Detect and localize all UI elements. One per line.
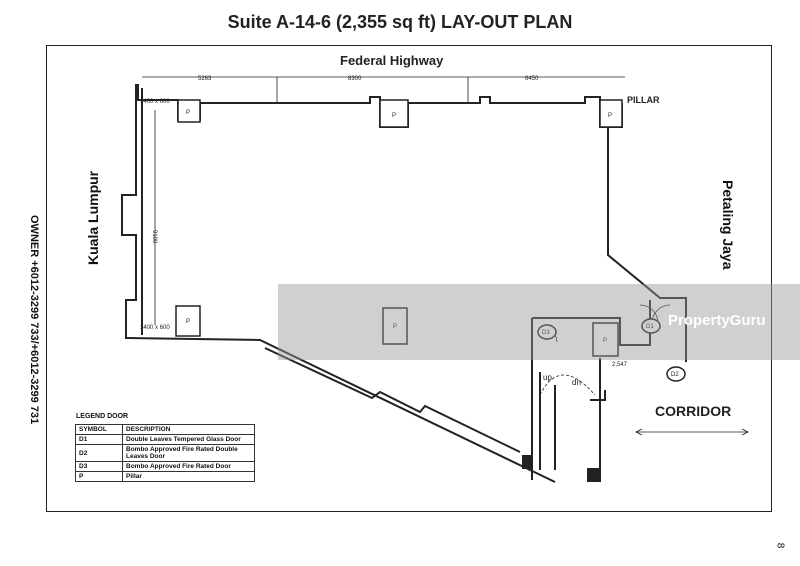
legend-title: LEGEND DOOR	[76, 413, 129, 420]
pillar-label: P	[186, 319, 190, 325]
legend-description: Bombo Approved Fire Rated Door	[122, 461, 255, 472]
watermark-band	[278, 284, 800, 360]
bottom-diagonal-wall	[264, 347, 521, 453]
door-d2-label: D2	[671, 372, 679, 378]
column-block	[587, 468, 599, 482]
pillar	[175, 305, 201, 337]
drawing-frame	[46, 45, 772, 512]
pillar-label: P	[393, 324, 397, 330]
legend-header-symbol: SYMBOL	[75, 424, 123, 435]
dim-top-1: 5263	[198, 76, 212, 82]
legend-header-description: DESCRIPTION	[122, 424, 255, 435]
label-kuala-lumpur: Kuala Lumpur	[85, 170, 101, 265]
stair-swing	[539, 374, 596, 396]
door-d1-tag	[641, 318, 661, 334]
dim-door: 2,547	[612, 362, 628, 368]
page-number: 8	[774, 542, 786, 549]
label-petaling-jaya: Petaling Jaya	[720, 180, 736, 270]
legend-description: Pillar	[122, 471, 255, 482]
corridor-arrowheads	[635, 428, 749, 436]
pillar-label: P	[608, 113, 612, 119]
door-d3-tag	[537, 324, 557, 340]
left-wall	[121, 84, 556, 483]
pillar	[177, 99, 201, 123]
stair-up-label: up	[543, 373, 552, 382]
legend-symbol: D2	[75, 444, 123, 462]
door-d1-label: D1	[646, 324, 654, 330]
dim-top-2: 8300	[348, 76, 362, 82]
dim-window-bottom: 1400 x 600	[140, 325, 170, 331]
owner-contact: OWNER +6012-3299 733/+6012-3299 731	[28, 215, 40, 425]
pillar-label: P	[186, 110, 190, 116]
label-corridor: CORRIDOR	[655, 403, 732, 419]
pillar	[382, 307, 408, 345]
legend-symbol: D3	[75, 461, 123, 472]
stair-core	[531, 300, 651, 482]
pillar-label: P	[603, 338, 607, 344]
legend-description: Bombo Approved Fire Rated Double Leaves …	[122, 444, 255, 462]
legend-description: Double Leaves Tempered Glass Door	[122, 434, 255, 445]
dim-window-top: 1400 x 600	[140, 99, 170, 105]
door-d3-label: D3	[542, 330, 550, 336]
door-d2-tag	[666, 366, 686, 382]
page-title: Suite A-14-6 (2,355 sq ft) LAY-OUT PLAN	[227, 12, 573, 32]
pillar	[592, 322, 619, 357]
dim-left: 9100	[151, 230, 157, 244]
pillar	[599, 99, 623, 128]
label-pillar: PILLAR	[627, 95, 660, 105]
stair-down-label: dn	[572, 378, 581, 387]
pillar-label: P	[392, 113, 396, 119]
label-federal-highway: Federal Highway	[340, 53, 444, 68]
legend-symbol: P	[75, 471, 123, 482]
legend-symbol: D1	[75, 434, 123, 445]
dim-top-3: 6450	[525, 76, 539, 82]
pillar	[379, 99, 409, 128]
watermark: PropertyGuru	[668, 312, 766, 329]
column-block	[522, 455, 532, 469]
